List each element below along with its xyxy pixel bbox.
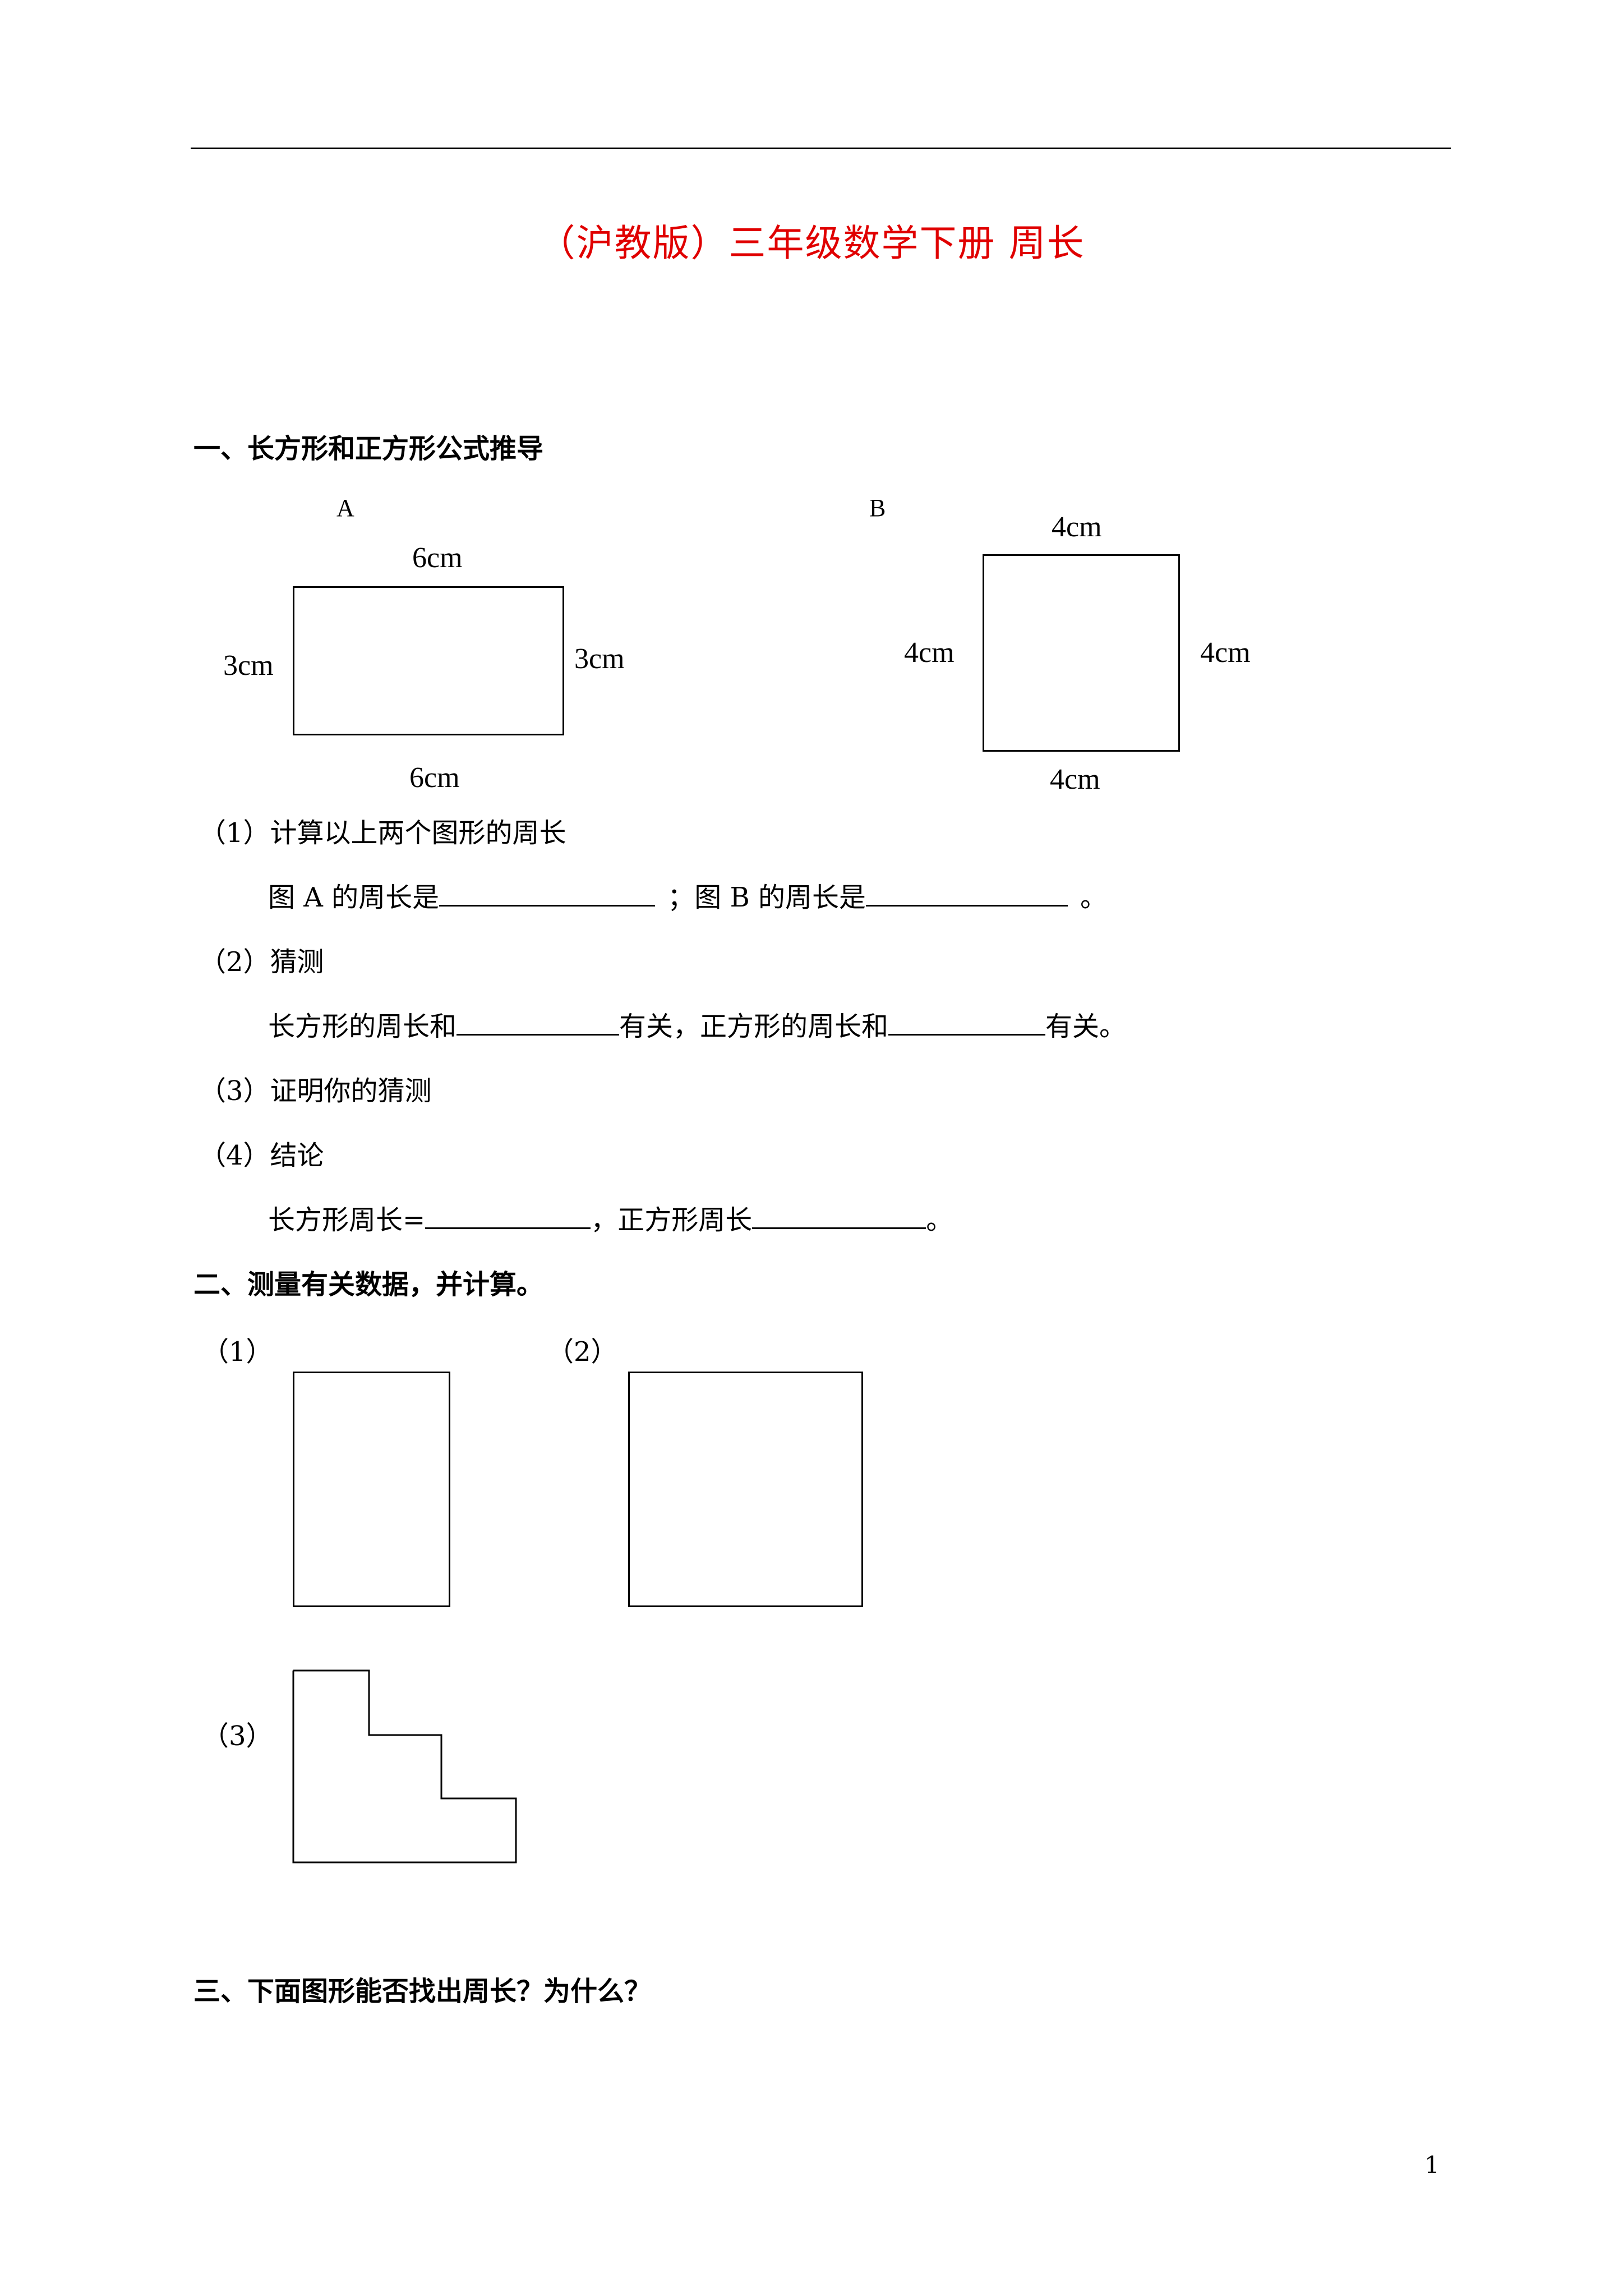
question-4: （4）结论 bbox=[199, 1140, 324, 1171]
figure-a-rectangle bbox=[293, 586, 564, 735]
section1-heading: 一、长方形和正方形公式推导 bbox=[193, 433, 544, 464]
figure-b-bottom-label: 4cm bbox=[1050, 763, 1100, 795]
section2-heading: 二、测量有关数据，并计算。 bbox=[193, 1269, 544, 1300]
q4-square-blank[interactable] bbox=[752, 1203, 926, 1229]
figure-b-top-label: 4cm bbox=[1052, 511, 1102, 543]
measure-square bbox=[628, 1372, 863, 1607]
figure-a-right-label: 3cm bbox=[574, 643, 625, 675]
q1-figure-b-blank[interactable] bbox=[865, 880, 1068, 907]
q2-rect-text: 长方形的周长和 bbox=[268, 1011, 457, 1042]
figure-a-bottom-label: 6cm bbox=[409, 762, 460, 794]
figure-a-label: A bbox=[336, 494, 354, 522]
q1-figure-a-blank[interactable] bbox=[439, 880, 656, 907]
q2-end: 有关。 bbox=[1045, 1011, 1127, 1042]
q2-square-blank[interactable] bbox=[888, 1009, 1046, 1036]
question-2: （2）猜测 bbox=[199, 946, 324, 978]
q1-figure-b-text: ；图 B 的周长是 bbox=[667, 882, 866, 913]
q2-mid-text: 有关，正方形的周长和 bbox=[619, 1011, 889, 1042]
shape-3-label: （3） bbox=[202, 1720, 273, 1752]
figure-b-label: B bbox=[869, 494, 886, 522]
question-2-answer-line: 长方形的周长和 有关，正方形的周长和 有关。 bbox=[268, 1004, 1126, 1043]
question-1-answer-line: 图 A 的周长是 ；图 B 的周长是 。 bbox=[268, 875, 1107, 914]
figure-a-left-label: 3cm bbox=[223, 650, 274, 682]
figure-b-right-label: 4cm bbox=[1200, 637, 1251, 669]
q4-mid-text: ，正方形周长 bbox=[591, 1204, 753, 1236]
q1-figure-a-text: 图 A 的周长是 bbox=[268, 882, 440, 913]
header-rule bbox=[191, 148, 1451, 149]
q4-end: 。 bbox=[926, 1204, 953, 1236]
page-number: 1 bbox=[1424, 2151, 1440, 2179]
section3-heading: 三、下面图形能否找出周长？为什么？ bbox=[193, 1976, 652, 2007]
measure-rectangle bbox=[293, 1372, 450, 1607]
shape-2-label: （2） bbox=[547, 1336, 618, 1368]
q1-end: 。 bbox=[1080, 882, 1107, 913]
figure-b-left-label: 4cm bbox=[904, 637, 955, 669]
q4-rect-blank[interactable] bbox=[425, 1203, 591, 1229]
shape-1-label: （1） bbox=[202, 1336, 273, 1368]
q4-rect-text: 长方形周长= bbox=[268, 1204, 426, 1236]
question-3: （3）证明你的猜测 bbox=[199, 1075, 432, 1107]
figure-a-top-label: 6cm bbox=[412, 542, 463, 574]
question-1: （1）计算以上两个图形的周长 bbox=[199, 817, 566, 849]
page-title: （沪教版）三年级数学下册 周长 bbox=[538, 222, 1085, 265]
staircase-outline bbox=[292, 1669, 517, 1864]
question-4-answer-line: 长方形周长= ，正方形周长 。 bbox=[268, 1198, 953, 1237]
measure-staircase-shape bbox=[292, 1669, 517, 1864]
q2-rect-blank[interactable] bbox=[457, 1009, 620, 1036]
figure-b-square bbox=[983, 554, 1180, 752]
